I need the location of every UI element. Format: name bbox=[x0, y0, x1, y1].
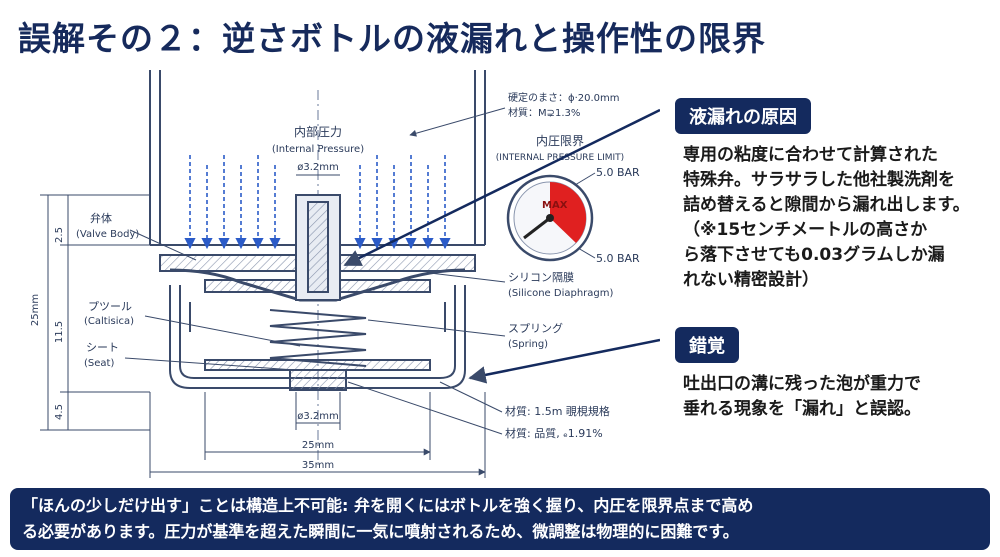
pressure-gauge bbox=[506, 174, 594, 262]
spec-line-2: 材質：M⊋1.3% bbox=[508, 106, 580, 119]
leak-cause-line: ら落下させても0.03グラムしか漏 bbox=[683, 245, 945, 265]
illusion-label: 錯覚 bbox=[675, 327, 739, 363]
left-dimension-lines bbox=[40, 194, 150, 431]
illusion-line: 吐出口の溝に残った泡が重力で bbox=[683, 374, 921, 394]
gauge-max-label: MAX bbox=[542, 200, 568, 211]
seat-leader bbox=[124, 357, 296, 371]
limit-jp: 内圧限界 bbox=[536, 134, 584, 148]
illusion-pointer bbox=[468, 338, 660, 384]
footer-line-2: る必要があります。圧力が基準を超えた瞬間に一気に噴射されるため、微調整は物理的に… bbox=[22, 522, 739, 541]
bottom-dimension-lines bbox=[149, 392, 486, 478]
internal-pressure-en: (Internal Pressure) bbox=[272, 144, 364, 155]
bar-leader-top bbox=[574, 172, 596, 186]
bar-label-top: 5.0 BAR bbox=[596, 166, 640, 179]
seat-en: (Seat) bbox=[84, 358, 114, 369]
leak-cause-pointer bbox=[343, 108, 660, 267]
illusion-body: 吐出口の溝に残った泡が重力で 垂れる現象を「漏れ」と誤認。 bbox=[683, 372, 921, 422]
poppet-jp: プツール bbox=[88, 300, 132, 313]
spec-leader bbox=[409, 107, 506, 137]
valve-body-leader bbox=[129, 229, 197, 261]
dim-bottom-diameter: ø3.2mm bbox=[297, 411, 339, 422]
illusion-line: 垂れる現象を「漏れ」と誤認。 bbox=[683, 399, 921, 419]
leak-cause-line: （※15センチメートルの高さか bbox=[683, 220, 928, 240]
material-1-leader bbox=[439, 381, 503, 413]
valve-body-en: (Valve Body) bbox=[76, 229, 139, 240]
poppet-leader bbox=[144, 315, 301, 347]
spring bbox=[269, 309, 367, 367]
internal-pressure-jp: 内部圧力 bbox=[294, 124, 342, 139]
poppet-en: (Caltisica) bbox=[84, 316, 134, 327]
bar-label-bottom: 5.0 BAR bbox=[596, 252, 640, 265]
silicone-leader bbox=[429, 272, 506, 283]
bar-leader-bottom bbox=[577, 247, 596, 259]
footer-line-1: 「ほんの少しだけ出す」ことは構造上不可能: 弁を開くにはボトルを強く握り、内圧を… bbox=[22, 496, 754, 515]
leak-cause-line: 特殊弁。サラサラした他社製洗剤を bbox=[683, 170, 955, 190]
dim-left-total: 25mm bbox=[30, 294, 41, 326]
leak-cause-line: 詰め替えると隙間から漏れ出します。 bbox=[683, 195, 970, 215]
spring-leader bbox=[367, 319, 506, 337]
silicone-jp: シリコン隔膜 bbox=[508, 271, 574, 284]
seat-nozzle bbox=[289, 369, 347, 391]
dim-left-a: 2.5 bbox=[54, 227, 65, 243]
seat-jp: シート bbox=[86, 341, 119, 354]
dim-left-c: 4.5 bbox=[54, 404, 65, 420]
spec-line-1: 硬定のまさ：ϕ·20.0mm bbox=[508, 91, 620, 104]
leak-cause-line: れない精密設計） bbox=[683, 270, 819, 290]
leak-cause-label: 液漏れの原因 bbox=[675, 98, 811, 134]
material-1: 材質: 1.5m 覗梘規格 bbox=[505, 404, 610, 418]
valve-cross-section-diagram: MAX 5.0 BAR 5.0 BAR 硬定のまさ：ϕ·20.0mm 材質：M⊋… bbox=[30, 70, 660, 478]
dim-25: 25mm bbox=[302, 440, 334, 451]
dim-left-b: 11.5 bbox=[54, 321, 65, 343]
leak-cause-body: 専用の粘度に合わせて計算された 特殊弁。サラサラした他社製洗剤を 詰め替えると隙… bbox=[683, 143, 970, 293]
leak-cause-line: 専用の粘度に合わせて計算された bbox=[683, 145, 938, 165]
silicone-en: (Silicone Diaphragm) bbox=[508, 288, 613, 299]
spring-en: (Spring) bbox=[508, 339, 548, 350]
material-2: 材質: 品質, ₑ1.91% bbox=[505, 426, 603, 440]
spring-jp: スプリング bbox=[508, 321, 563, 335]
page-title: 誤解その２：逆さボトルの液漏れと操作性の限界 bbox=[18, 19, 766, 58]
dim-top-diameter: ø3.2mm bbox=[297, 162, 339, 173]
valve-body-jp: 弁体 bbox=[90, 211, 112, 225]
poppet-stem bbox=[295, 194, 341, 301]
footer-banner: 「ほんの少しだけ出す」ことは構造上不可能: 弁を開くにはボトルを強く握り、内圧を… bbox=[10, 488, 990, 550]
dim-35: 35mm bbox=[302, 460, 334, 471]
material-2-leader bbox=[347, 381, 503, 435]
